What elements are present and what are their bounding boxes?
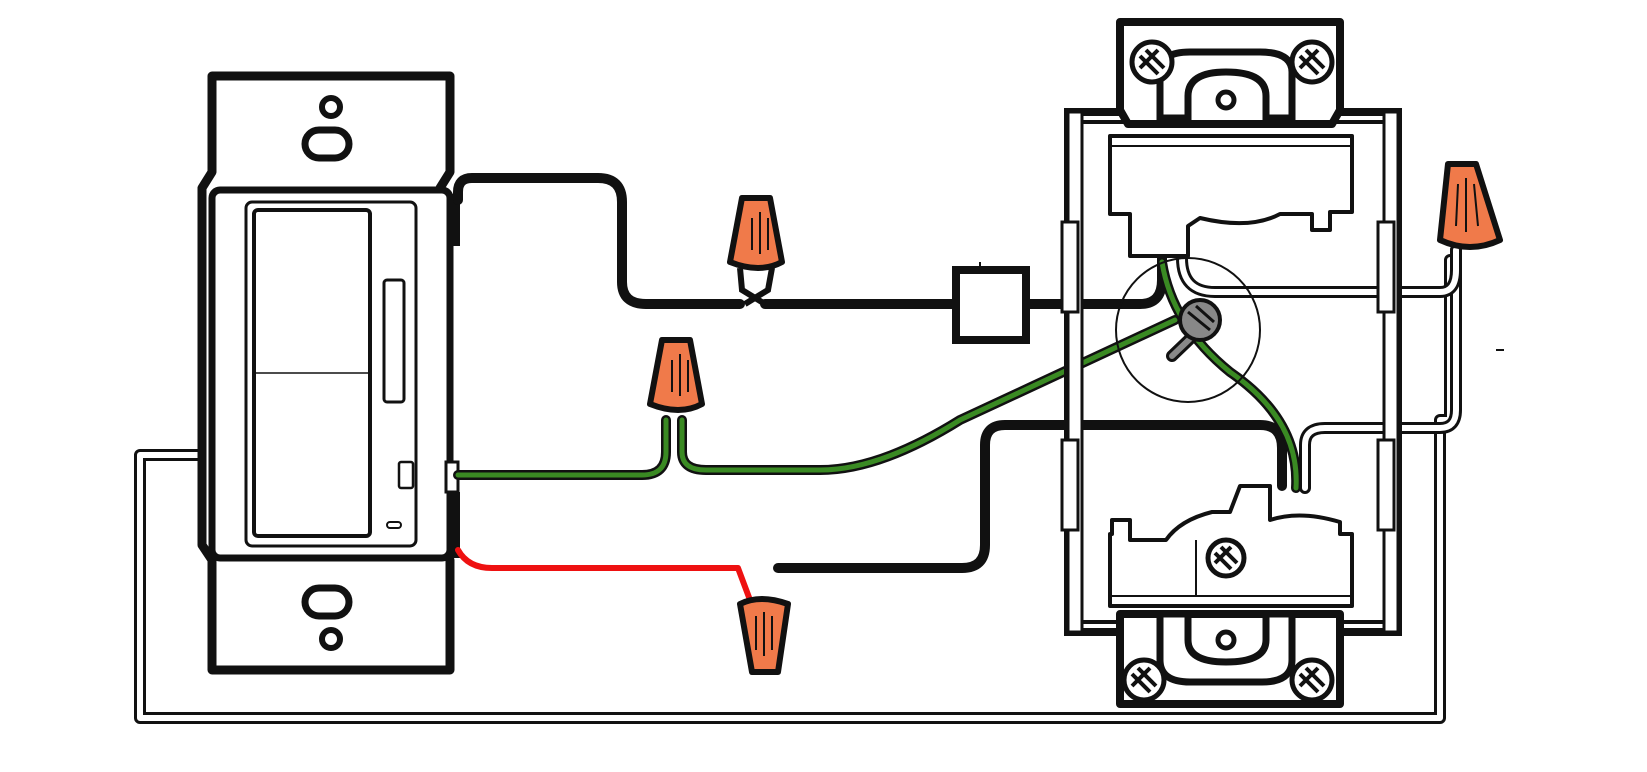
light-fixture-box [1060, 18, 1402, 708]
screw-icon [1289, 39, 1335, 85]
strap-slot-top [301, 126, 353, 162]
switch-terminal-bottom [448, 492, 460, 558]
dimmer-slider [382, 278, 406, 404]
fixture-top-body [1108, 134, 1354, 258]
ground-wire [453, 257, 1302, 493]
bottom-ear-hole [1215, 629, 1237, 651]
screw-icon [1289, 657, 1335, 703]
wire-nut [737, 596, 791, 675]
top-ear-hole [1215, 89, 1237, 111]
ground-screw-icon [1166, 298, 1222, 362]
red-wire [455, 547, 753, 603]
strap-hole-bottom [319, 627, 343, 651]
switch-terminal-top [448, 194, 460, 246]
indicator-led [386, 521, 402, 529]
screw-icon [1129, 39, 1175, 85]
strap-slot-bottom [301, 584, 353, 620]
switched-wire-load [773, 420, 1287, 573]
screw-icon [1205, 537, 1247, 579]
junction-block [952, 266, 1030, 344]
box-clamp-right-bottom [1376, 438, 1396, 532]
strap-hole-top [319, 95, 343, 119]
hot-wire-line [453, 173, 1167, 309]
switch-small-toggle [397, 460, 415, 490]
box-side-left [1066, 110, 1084, 634]
screw-icon [1121, 657, 1167, 703]
grounding-plate [1115, 257, 1261, 403]
wire-nut [647, 337, 705, 413]
wire-nut [1437, 161, 1503, 250]
box-clamp-right-top [1376, 220, 1396, 314]
box-side-right [1382, 110, 1400, 634]
box-clamp-left-top [1060, 220, 1080, 314]
wire-nut [727, 195, 785, 307]
dimmer-switch [197, 71, 460, 675]
box-clamp-left-bottom [1060, 438, 1080, 532]
